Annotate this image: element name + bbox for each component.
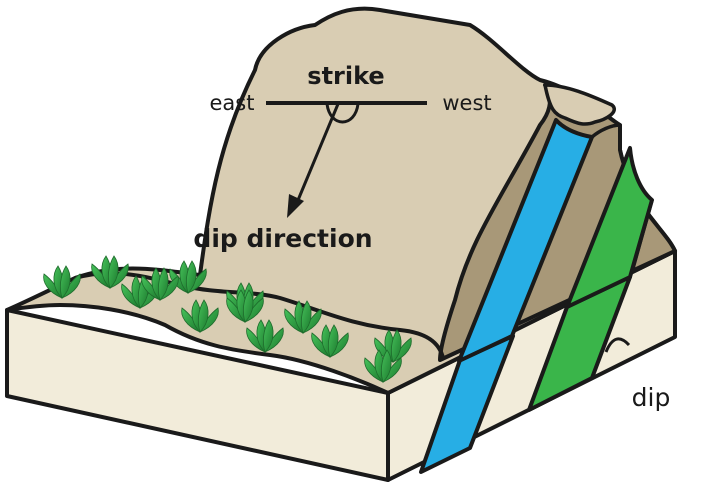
dip-direction-arrow-shaft bbox=[294, 103, 340, 206]
plant-icon bbox=[226, 289, 264, 323]
plant-icon bbox=[284, 300, 322, 334]
plant-leaf bbox=[300, 300, 312, 334]
plant-leaf bbox=[197, 299, 209, 333]
plant-icon bbox=[169, 260, 207, 294]
west-label: west bbox=[442, 91, 491, 115]
strike-label: strike bbox=[307, 62, 384, 90]
plant-icon bbox=[364, 349, 402, 383]
plant-icon bbox=[246, 319, 284, 353]
plant-leaf bbox=[242, 289, 254, 323]
plant-icon bbox=[141, 267, 179, 301]
plant-leaf bbox=[107, 255, 119, 289]
dip-direction-label: dip direction bbox=[193, 224, 372, 253]
hill-ridge-cap bbox=[543, 83, 616, 126]
plant-leaf bbox=[390, 329, 402, 363]
strike-angle-arc bbox=[325, 103, 360, 124]
cliff-edge-line bbox=[630, 199, 654, 273]
plant-icon bbox=[181, 299, 219, 333]
dip-direction-arrow-head bbox=[287, 194, 304, 218]
plant-leaf bbox=[157, 267, 169, 301]
plant-leaf bbox=[59, 265, 71, 299]
east-label: east bbox=[210, 91, 255, 115]
dip-label: dip bbox=[632, 383, 671, 412]
plant-icon bbox=[311, 324, 349, 358]
plant-leaf bbox=[262, 319, 274, 353]
plant-leaf bbox=[327, 324, 339, 358]
plant-icon bbox=[91, 255, 129, 289]
plant-leaf bbox=[185, 260, 197, 294]
dip-angle-arc bbox=[604, 337, 631, 353]
plant-icon bbox=[43, 265, 81, 299]
blue-layer-cliff bbox=[457, 118, 594, 363]
plants-group bbox=[43, 255, 412, 383]
cliff-edge-line bbox=[590, 123, 621, 139]
plant-leaf bbox=[380, 349, 392, 383]
